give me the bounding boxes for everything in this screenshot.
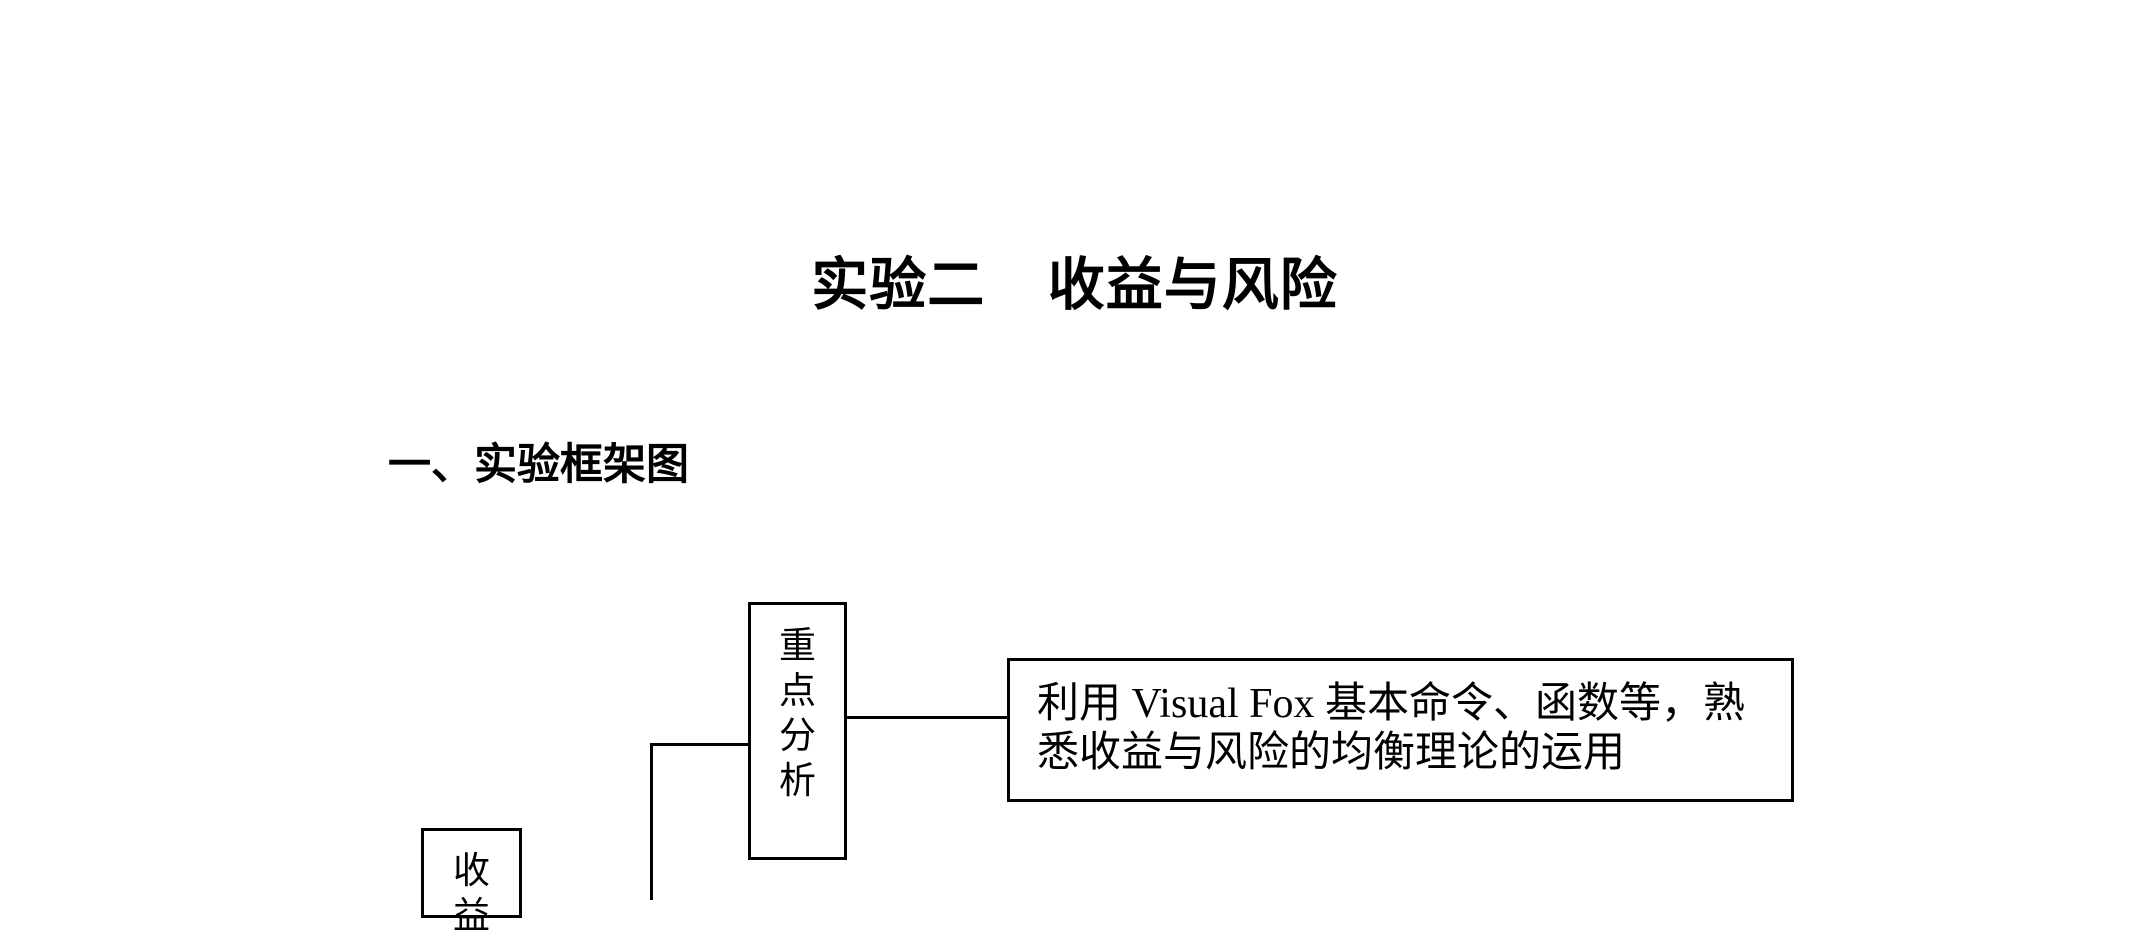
connector-branch-vertical (650, 743, 653, 900)
connector-key-to-desc (847, 716, 1007, 719)
key-analysis-box: 重 点 分 析 (748, 602, 847, 860)
section-heading: 一、实验框架图 (388, 440, 689, 490)
root-label: 收 益 (424, 848, 519, 938)
document-title: 实验二 收益与风险 (811, 252, 1338, 318)
root-box: 收 益 (421, 828, 522, 937)
key-analysis-label: 重 点 分 析 (751, 623, 844, 803)
key-analysis-char: 点 (779, 669, 816, 712)
key-analysis-char: 分 (779, 714, 816, 757)
root-char: 收 (453, 849, 490, 892)
connector-branch-horizontal (650, 743, 748, 746)
key-analysis-char: 析 (779, 759, 816, 802)
document-page: 实验二 收益与风险 一、实验框架图 重 点 分 析 利用 Visual Fox … (388, 252, 1794, 937)
description-box: 利用 Visual Fox 基本命令、函数等，熟悉收益与风险的均衡理论的运用 (1007, 658, 1794, 802)
key-analysis-char: 重 (779, 624, 816, 667)
description-text: 利用 Visual Fox 基本命令、函数等，熟悉收益与风险的均衡理论的运用 (1037, 681, 1745, 776)
